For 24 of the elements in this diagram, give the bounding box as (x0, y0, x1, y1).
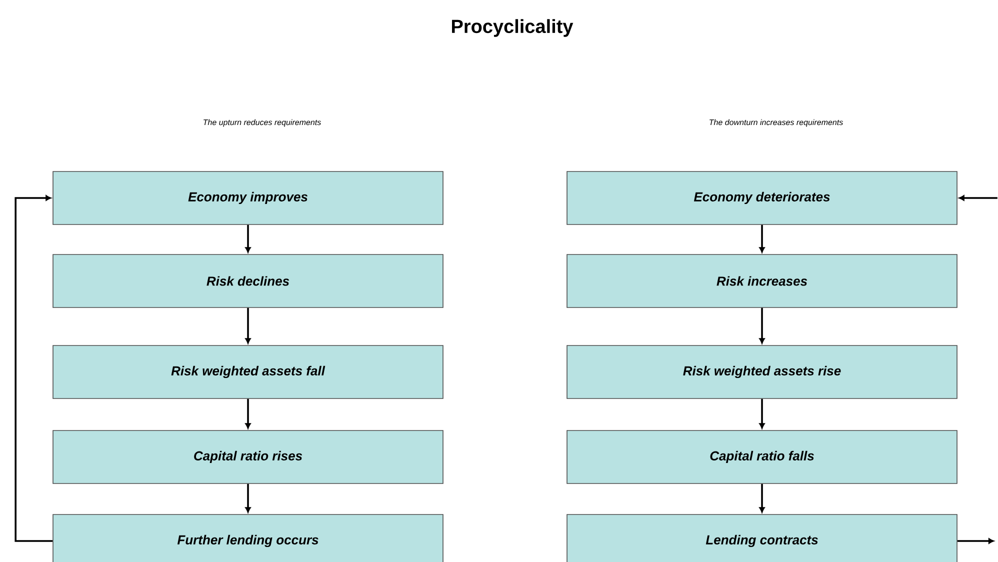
title: Procyclicality (452, 19, 574, 37)
process-box: Risk weighted assets rise (566, 345, 958, 399)
arrow (245, 398, 251, 429)
arrow (245, 308, 251, 344)
process-box: Lending contracts (566, 514, 958, 562)
arrow (958, 195, 998, 201)
process-box: Further lending occurs (52, 514, 444, 562)
arrow (759, 308, 765, 344)
arrow (14, 195, 53, 542)
arrow (759, 224, 765, 253)
subtitle: The downturn increases requirements (710, 119, 843, 127)
process-box: Risk declines (52, 254, 444, 308)
arrow (245, 224, 251, 253)
process-box: Economy improves (52, 171, 444, 225)
arrow (759, 484, 765, 513)
arrow (245, 484, 251, 513)
process-box: Risk weighted assets fall (52, 345, 444, 399)
process-box: Capital ratio falls (566, 430, 958, 484)
subtitle: The upturn reduces requirements (204, 119, 321, 127)
process-box: Risk increases (566, 254, 958, 308)
arrow (759, 398, 765, 429)
arrow (957, 538, 994, 544)
process-box: Capital ratio rises (52, 430, 444, 484)
process-box: Economy deteriorates (566, 171, 958, 225)
